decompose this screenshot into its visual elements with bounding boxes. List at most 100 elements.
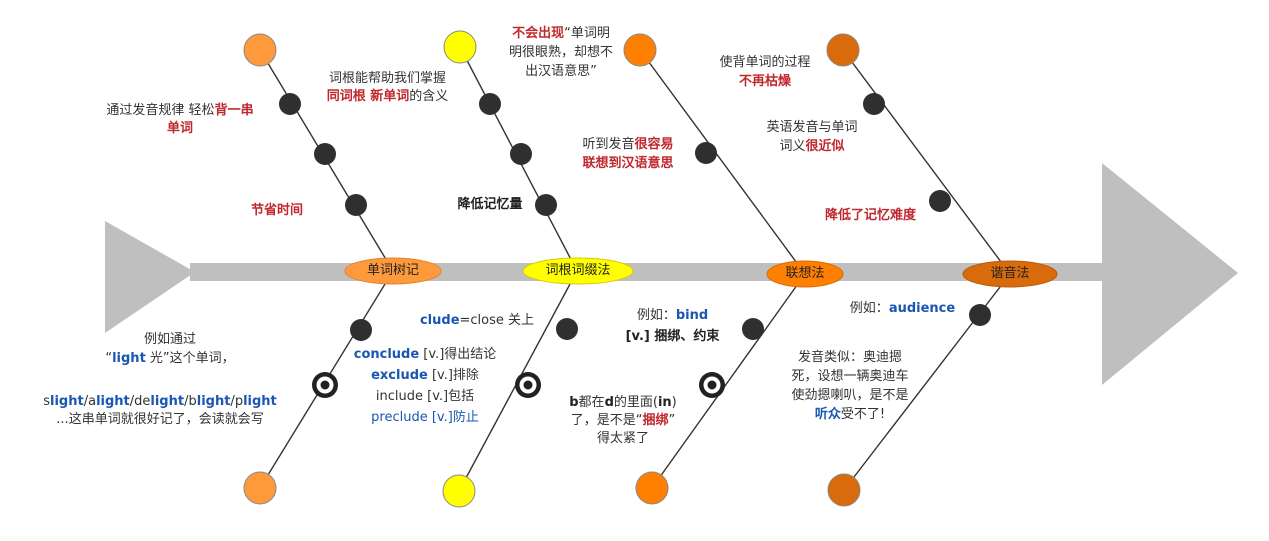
text-span-blue: light (50, 394, 84, 409)
b3-story: b都在d的里面(in) 了，是不是“捆绑” 得太紧了 (548, 394, 698, 448)
text-span: include [v.]包括 (375, 389, 475, 404)
category-label-1: 单词树记 (366, 263, 419, 278)
b1-example: 例如通过 “light 光”这个单词， (40, 330, 300, 368)
text-span: 词根能帮助我们掌握 (328, 71, 446, 86)
b3-note-2: 听到发音很容易 联想到汉语意思 (558, 135, 698, 173)
text-span-blue: light (243, 394, 277, 409)
branch-line-3-bottom (651, 273, 806, 489)
b2-word-list: conclude [v.]得出结论 exclude [v.]排除 include… (335, 344, 515, 428)
text-span: 英语发音与单词 (766, 120, 858, 135)
text-span: a (88, 394, 97, 409)
text-span: 发音类似：奥迪摁 (797, 350, 902, 365)
text-span: 都在 (578, 395, 605, 410)
branch-dot (742, 318, 764, 340)
b4-story: 发音类似：奥迪摁 死，设想一辆奥迪车 使劲摁喇叭，是不是 听众受不了! (770, 348, 930, 424)
text-span-red: 很近似 (805, 139, 845, 154)
text-span-red: 单词 (166, 121, 193, 136)
fish-tail (105, 221, 195, 333)
b4-example: 例如：audience (835, 300, 970, 318)
text-span-blue: light (196, 394, 231, 409)
text-span: / (83, 394, 89, 409)
branch-dot (695, 142, 717, 164)
branch-dots (279, 93, 991, 341)
category-node-3 (766, 260, 844, 288)
text-span: 词义 (779, 139, 806, 154)
b1-note-1: 通过发音规律 轻松背一串 单词 (80, 102, 280, 138)
text-span: ” (668, 413, 676, 428)
branch-end-circle (635, 471, 669, 505)
text-span: 听到发音 (582, 137, 635, 152)
branch-end-circle (826, 33, 860, 67)
b2-clude: clude=close 关上 (402, 312, 552, 330)
text-span-blue: audience (888, 301, 956, 316)
branch-dot (510, 143, 532, 165)
text-span: 的里面( (613, 395, 658, 410)
text-span: 的含义 (409, 89, 449, 104)
text-span-red: 捆绑 (642, 413, 669, 428)
b4-note-1: 使背单词的过程 不再枯燥 (695, 53, 835, 91)
text-span-bold: b (569, 395, 579, 410)
text-span-red: 不再枯燥 (738, 74, 791, 89)
text-span-bold: in (657, 395, 672, 410)
b1-note-2: 节省时间 (250, 203, 303, 218)
branch-end-circle (443, 30, 477, 64)
text-span-red: 同词根 新单词 (326, 89, 410, 104)
text-span: / (184, 394, 189, 409)
branch-dot (479, 93, 501, 115)
text-span: “单词明 (564, 26, 610, 41)
category-node-2 (522, 257, 634, 285)
branch-end-circle (827, 473, 861, 507)
text-span: / (230, 394, 235, 409)
b3-example: 例如：bind [v.] 捆绑、约束 (605, 305, 740, 347)
text-span: ...这串单词就很好记了，会读就会写 (56, 412, 264, 427)
b2-note-2: 降低记忆量 (457, 197, 523, 212)
category-node-1 (344, 257, 442, 285)
text-span-blue: 听众 (814, 407, 841, 422)
text-span: p (234, 394, 244, 409)
branch-end-circle (243, 33, 277, 67)
branch-dot (279, 93, 301, 115)
branch-dot (969, 304, 991, 326)
text-span: 明很眼熟，却想不 (508, 45, 613, 60)
text-span: “ (105, 351, 113, 366)
text-span: 光”这个单词， (145, 351, 235, 366)
b3-note-1: 不会出现“单词明 明很眼熟，却想不 出汉语意思” (486, 24, 636, 81)
text-span-blue: light (112, 351, 146, 366)
text-span: [v.]排除 (427, 368, 479, 383)
text-span: 例如通过 (143, 332, 196, 347)
branch-line-4-top (842, 49, 1011, 275)
text-span-red: 联想到汉语意思 (582, 156, 674, 171)
text-span: / (129, 394, 135, 409)
branch-dot (863, 93, 885, 115)
text-span: de (134, 394, 151, 409)
text-span: 了，是不是“ (570, 413, 643, 428)
category-label-3: 联想法 (785, 266, 825, 281)
b4-note-2: 英语发音与单词 词义很近似 (742, 118, 882, 156)
b4-note-3: 降低了记忆难度 (824, 208, 916, 223)
text-span-blue: bind (675, 308, 709, 323)
text-span: ) (671, 395, 677, 410)
branch-dot (556, 318, 578, 340)
text-span: 受不了! (840, 407, 886, 422)
branch-dot (314, 143, 336, 165)
b2-note-1: 词根能帮助我们掌握 同词根 新单词的含义 (300, 70, 475, 106)
branch-line-3-top (639, 49, 806, 275)
text-span-blue: light (150, 394, 185, 409)
text-span-red: 背一串 (214, 103, 254, 118)
text-span: s (43, 394, 51, 409)
branch-end-circle (442, 474, 476, 508)
text-span: b (188, 394, 197, 409)
text-span-blue: preclude [v.]防止 (371, 410, 479, 425)
text-span-blue: clude (419, 313, 460, 328)
text-span-bold: [v.] 捆绑、约束 (625, 329, 720, 344)
text-span: =close 关上 (459, 313, 535, 328)
text-span-blue: conclude (353, 347, 420, 362)
branch-end-circle (623, 33, 657, 67)
text-span: [v.]得出结论 (419, 347, 497, 362)
branch-dot (929, 190, 951, 212)
branch-dot (345, 194, 367, 216)
category-node-4 (962, 260, 1058, 288)
text-span: 死，设想一辆奥迪车 (791, 369, 909, 384)
text-span: 例如： (636, 308, 676, 323)
